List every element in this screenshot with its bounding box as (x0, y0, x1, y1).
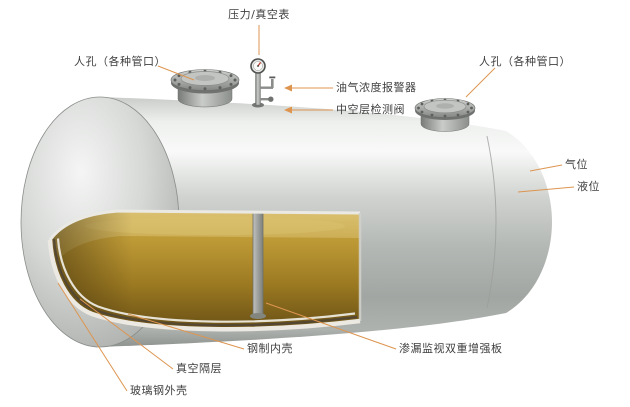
leader-steel-inner-shell (127, 313, 245, 350)
detection-valve-stub (260, 98, 269, 101)
steel-inner-shell-edge (56, 238, 356, 323)
arrowhead-gas-alarm (284, 84, 292, 92)
frp-outer-shell-edge (47, 239, 361, 332)
cutaway-interior (50, 211, 360, 330)
label-liquid-level: 液位 (577, 180, 600, 193)
label-leak-monitor-plate: 渗漏监视双重增强板 (399, 342, 503, 355)
pressure-gauge-pivot (257, 65, 259, 67)
label-manhole-right: 人孔（各种管口） (479, 55, 571, 68)
liquid-shadow (50, 211, 360, 330)
leader-manhole-left (157, 65, 195, 81)
label-gas-level: 气位 (565, 158, 588, 171)
leader-gas-level (529, 164, 563, 172)
alarm-branch-arm (260, 86, 273, 89)
label-steel-inner-shell: 钢制内壳 (247, 342, 293, 355)
gauge-assembly (250, 58, 276, 108)
gauge-pipe (255, 71, 261, 106)
manhole-right (414, 98, 476, 132)
label-pressure-vacuum-gauge: 压力/真空表 (228, 8, 290, 21)
label-manhole-left: 人孔（各种管口） (74, 55, 166, 68)
manhole-left-cover-boss (195, 75, 215, 81)
label-gas-concentration-alarm: 油气浓度报警器 (336, 81, 417, 94)
manhole-left (170, 69, 240, 108)
label-vacuum-interlayer: 真空隔层 (176, 362, 222, 375)
arrowhead-interlayer-valve (284, 106, 292, 114)
leader-liquid-level (517, 186, 575, 193)
alarm-valve-handle (269, 76, 276, 79)
manhole-right-cover-boss (436, 103, 454, 109)
top-cut-rim (48, 209, 361, 241)
detection-valve-knob (268, 96, 274, 102)
label-frp-outer-shell: 玻璃钢外壳 (130, 384, 188, 397)
end-cap-weld-seam (486, 135, 497, 309)
leader-vacuum-interlayer (79, 298, 174, 370)
shell-layers (47, 209, 362, 332)
vacuum-interlayer-edge (52, 238, 358, 327)
alarm-branch-riser (271, 79, 274, 88)
leader-frp-outer-shell (57, 282, 128, 392)
leader-manhole-right (465, 67, 496, 98)
leader-lines (57, 25, 575, 392)
label-interlayer-detection-valve: 中空层检测阀 (336, 103, 405, 116)
leader-leak-monitor-plate (265, 302, 397, 350)
